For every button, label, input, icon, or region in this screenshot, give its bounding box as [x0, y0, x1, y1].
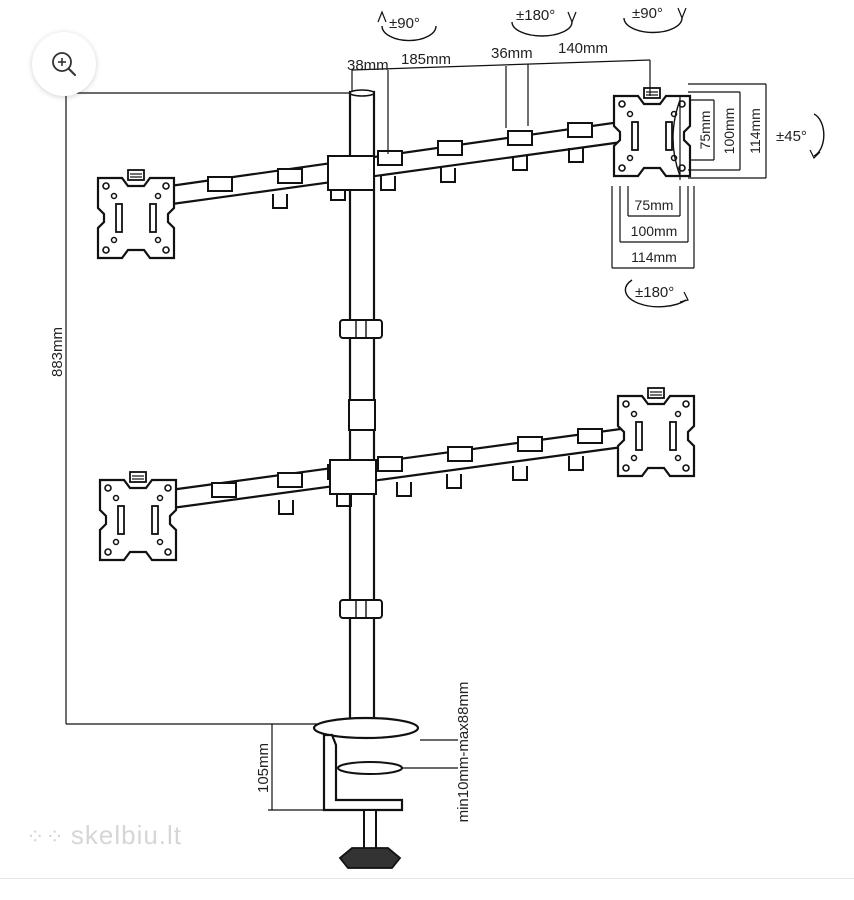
- tilt-label: ±45°: [776, 128, 807, 145]
- vesa-h75: 75mm: [635, 197, 674, 213]
- vesa-plate-bottom-left: [98, 470, 178, 562]
- vesa-v75: 75mm: [697, 111, 713, 150]
- height-dimension: [65, 92, 352, 725]
- monitor-mount-diagram: 883mm: [49, 5, 825, 869]
- watermark-logo-icon: ⁘⁘: [26, 824, 65, 849]
- top-arm: [168, 120, 624, 209]
- clamp-height-label: 105mm: [255, 743, 272, 793]
- pole: [339, 89, 383, 724]
- vesa-plate-top-right: [612, 86, 692, 178]
- rotation-arrows-top: [377, 7, 687, 42]
- divider: [0, 878, 854, 879]
- dim-38mm: 38mm: [347, 57, 389, 74]
- rotation-label-180-top: ±180°: [516, 7, 555, 24]
- rotation-arrow-bottom: [624, 279, 687, 308]
- tilt-arrow: [813, 113, 825, 157]
- bottom-arm: [168, 426, 632, 515]
- vesa-h114: 114mm: [631, 249, 677, 265]
- vesa-dimensions: [611, 83, 767, 269]
- dim-140mm: 140mm: [558, 40, 608, 57]
- dim-185mm: 185mm: [401, 51, 451, 68]
- height-label: 883mm: [49, 327, 66, 377]
- watermark: ⁘⁘skelbiu.lt: [26, 820, 182, 851]
- arm-length-dimensions: [351, 59, 651, 154]
- clamp-dimension: [268, 724, 458, 811]
- rotation-label-180-bottom: ±180°: [635, 284, 674, 301]
- vesa-h100: 100mm: [631, 223, 678, 239]
- desk-thickness-label: min10mm-max88mm: [455, 682, 472, 823]
- rotation-label-90-right: ±90°: [632, 5, 663, 22]
- dim-36mm: 36mm: [491, 45, 533, 62]
- vesa-v114: 114mm: [747, 108, 763, 154]
- vesa-v100: 100mm: [721, 108, 737, 155]
- vesa-plate-top-left: [96, 168, 176, 260]
- watermark-text: skelbiu.lt: [70, 820, 183, 850]
- zoom-in-icon: [52, 52, 76, 76]
- desk-clamp: [312, 716, 420, 869]
- zoom-button[interactable]: [32, 32, 96, 96]
- rotation-label-90-left: ±90°: [389, 15, 420, 32]
- vesa-plate-bottom-right: [616, 386, 696, 478]
